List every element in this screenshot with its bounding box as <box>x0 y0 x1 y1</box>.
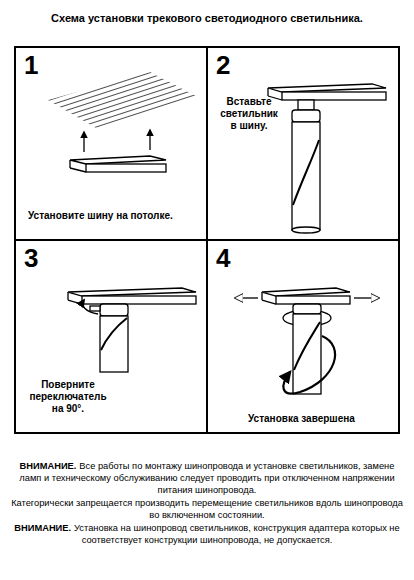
warning-heading: ВНИМАНИЕ. <box>14 523 71 533</box>
warning-notes: ВНИМАНИЕ.Все работы по монтажу шинопрово… <box>10 460 404 548</box>
step-number: 4 <box>216 245 230 271</box>
warning-paragraph: ВНИМАНИЕ.Установка на шинопровод светиль… <box>10 522 404 546</box>
step-panel: 2Вставьте светильник в шину. <box>206 46 400 241</box>
step-panel: 1Установите шину на потолке. <box>14 46 208 241</box>
step-number: 3 <box>24 245 38 271</box>
step-panel: 4Установка завершена <box>206 239 400 434</box>
warning-paragraph: ВНИМАНИЕ.Все работы по монтажу шинопрово… <box>10 460 404 496</box>
warning-text: Категорически запрещается производить пе… <box>11 498 403 520</box>
step-caption: Вставьте светильник в шину. <box>216 96 282 132</box>
step-number: 2 <box>216 52 230 78</box>
warning-text: Установка на шинопровод светильников, ко… <box>74 523 400 545</box>
warning-paragraph: Категорически запрещается производить пе… <box>10 497 404 521</box>
step-panel: 3Поверните переключатель на 90°. <box>14 239 208 434</box>
step-caption: Установите шину на потолке. <box>28 210 198 222</box>
step-caption: Установка завершена <box>248 413 398 425</box>
warning-heading: ВНИМАНИЕ. <box>20 461 77 471</box>
step-caption: Поверните переключатель на 90°. <box>26 379 110 415</box>
step-number: 1 <box>24 52 38 78</box>
diagram-title: Схема установки трекового светодиодного … <box>0 12 414 24</box>
